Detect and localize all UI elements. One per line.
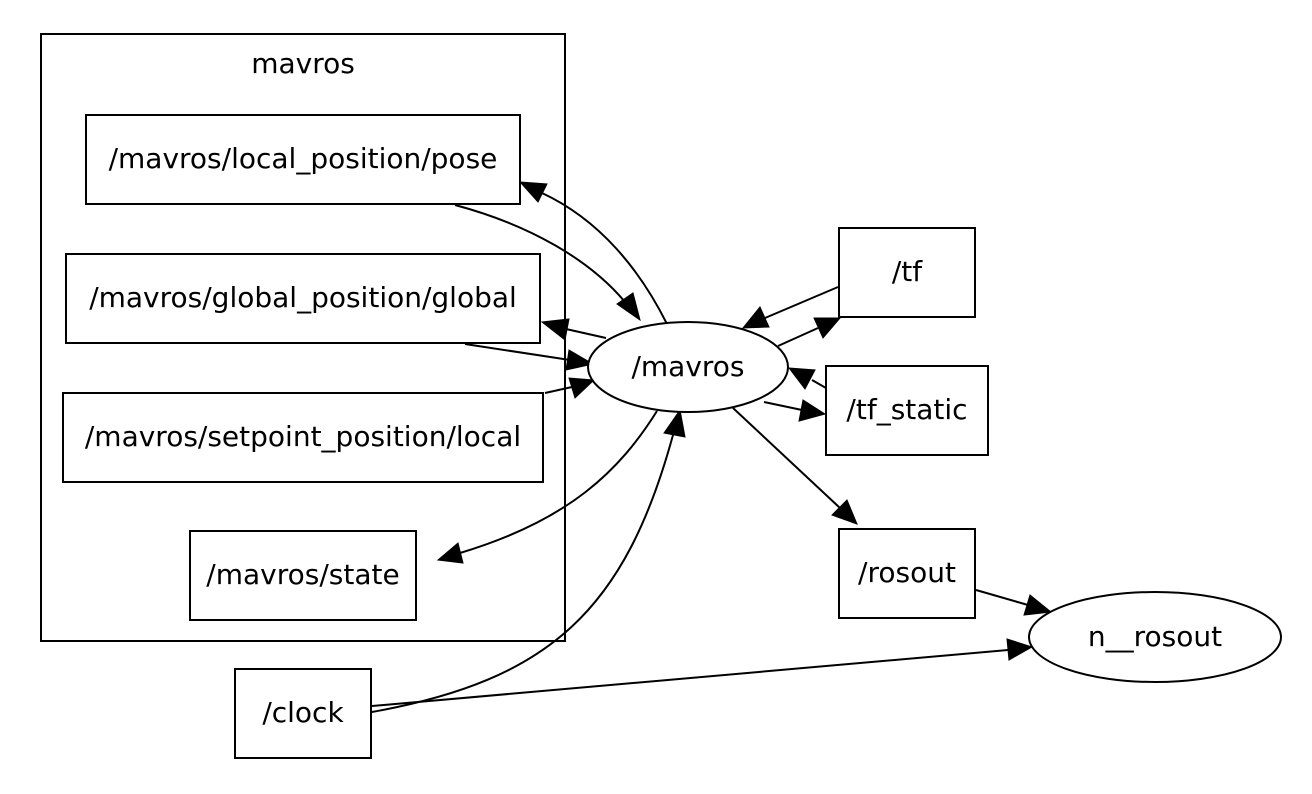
edge-setpoint-to-mavros — [544, 377, 596, 399]
edges — [371, 181, 1053, 713]
edge-mavros-to-global — [540, 318, 607, 341]
edge-tf-static-to-mavros — [787, 367, 827, 390]
node-label: /tf — [892, 255, 923, 288]
nodes: /mavros/local_position/pose /mavros/glob… — [62, 114, 1282, 759]
edge-global-to-mavros — [464, 343, 595, 371]
edge-rosout-to-n-rosout — [975, 589, 1053, 616]
node-local-position-pose[interactable]: /mavros/local_position/pose — [85, 114, 521, 205]
node-label: /clock — [262, 696, 344, 729]
edge-mavros-to-state — [436, 410, 658, 564]
node-label: /tf_static — [846, 393, 967, 426]
edge-clock-to-n-rosout — [371, 638, 1034, 707]
node-label: /mavros — [631, 350, 744, 383]
node-label: /mavros/global_position/global — [89, 281, 517, 314]
edge-clock-to-mavros — [371, 408, 686, 713]
edge-mavros-to-local-pose — [518, 181, 668, 325]
node-n-rosout[interactable]: n__rosout — [1028, 591, 1282, 683]
edge-mavros-to-tf-static — [763, 399, 827, 422]
edge-mavros-to-rosout — [732, 407, 858, 525]
edge-tf-to-mavros — [741, 286, 839, 329]
node-label: /mavros/local_position/pose — [109, 142, 498, 175]
node-label: /mavros/state — [206, 558, 399, 591]
node-label: /rosout — [858, 556, 956, 589]
node-setpoint-position-local[interactable]: /mavros/setpoint_position/local — [62, 392, 544, 483]
cluster-label: mavros — [251, 47, 355, 80]
node-label: n__rosout — [1088, 620, 1222, 653]
node-rosout[interactable]: /rosout — [838, 528, 976, 619]
node-mavros-state[interactable]: /mavros/state — [189, 530, 417, 621]
node-label: /mavros/setpoint_position/local — [85, 420, 521, 453]
edge-local-pose-to-mavros — [454, 204, 641, 322]
node-tf[interactable]: /tf — [838, 227, 976, 318]
node-tf-static[interactable]: /tf_static — [825, 365, 989, 456]
edge-mavros-to-tf — [777, 317, 842, 347]
node-global-position-global[interactable]: /mavros/global_position/global — [65, 253, 541, 344]
node-mavros[interactable]: /mavros — [587, 321, 789, 413]
node-clock[interactable]: /clock — [234, 668, 372, 759]
